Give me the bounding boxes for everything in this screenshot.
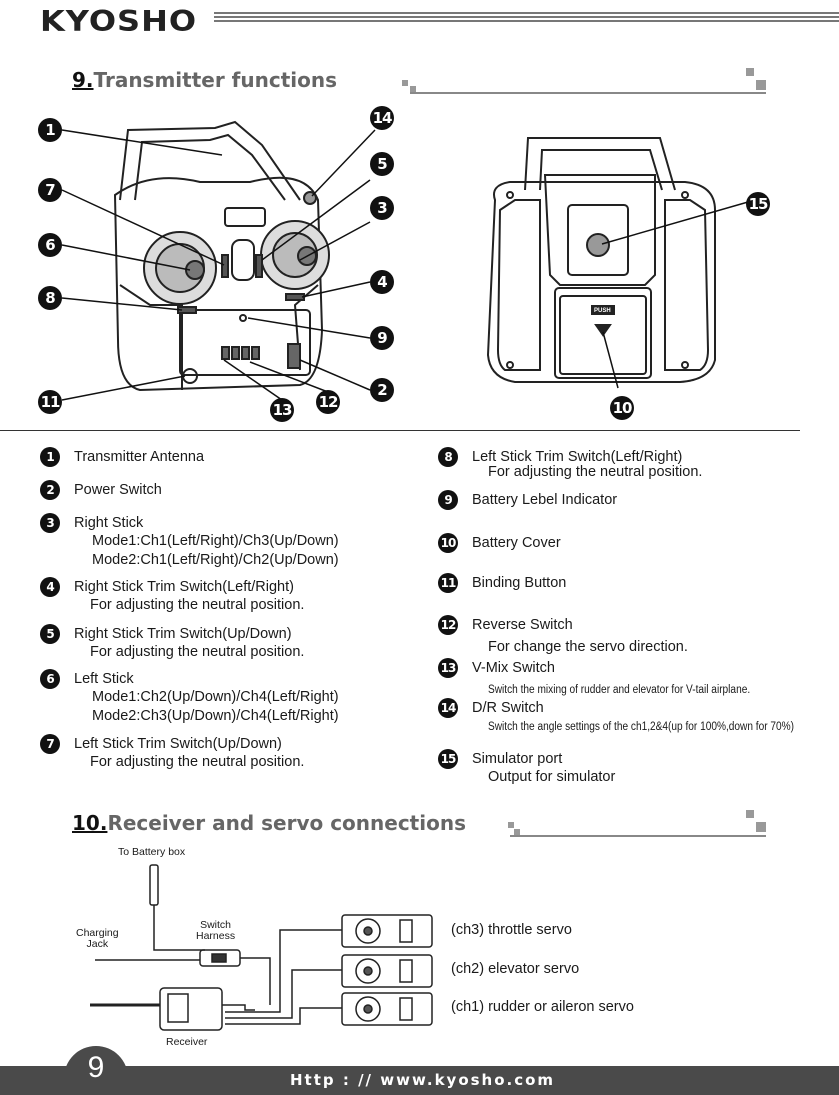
callout-5: 5	[370, 152, 394, 176]
transmitter-front-illustration	[61, 120, 376, 401]
servo-label-ch1: (ch1) rudder or aileron servo	[451, 999, 634, 1015]
callout-10: 10	[610, 396, 634, 420]
receiver-label: Receiver	[166, 1036, 208, 1048]
callout-12: 12	[316, 390, 340, 414]
transmitter-back-illustration: PUSH	[486, 137, 749, 389]
footer-url[interactable]: Http : // www.kyosho.com	[290, 1071, 556, 1089]
deco-square	[756, 80, 766, 90]
charging-jack-label: Charging Jack	[76, 927, 119, 950]
brand-logo: KYOSHO	[40, 3, 198, 39]
servo-label-ch3: (ch3) throttle servo	[451, 922, 572, 938]
servo-label-ch2: (ch2) elevator servo	[451, 961, 580, 977]
callout-2: 2	[370, 378, 394, 402]
callout-1: 1	[38, 118, 62, 142]
callout-15: 15	[746, 192, 770, 216]
switch-harness-label: Switch Harness	[196, 919, 236, 942]
page-number: 9	[87, 1051, 105, 1084]
callout-8: 8	[38, 286, 62, 310]
deco-square	[514, 829, 520, 835]
section-9-number: 9.	[72, 68, 94, 92]
push-label: PUSH	[594, 308, 611, 314]
deco-square	[508, 822, 514, 828]
section-10-heading: 10.Receiver and servo connections	[72, 811, 466, 835]
deco-square	[746, 810, 754, 818]
battery-box-label: To Battery box	[118, 846, 186, 858]
section-9-rule	[410, 92, 766, 94]
header-rule	[214, 12, 839, 24]
divider	[0, 430, 800, 431]
deco-square	[410, 86, 416, 92]
callout-4: 4	[370, 270, 394, 294]
section-10-rule	[510, 835, 766, 837]
callout-11: 11	[38, 390, 62, 414]
deco-square	[756, 822, 766, 832]
callout-9: 9	[370, 326, 394, 350]
callout-7: 7	[38, 178, 62, 202]
section-9-title: Transmitter functions	[93, 68, 338, 92]
section-9-heading: 9.Transmitter functions	[72, 68, 337, 92]
callout-13: 13	[270, 398, 294, 422]
deco-square	[746, 68, 754, 76]
callout-3: 3	[370, 196, 394, 220]
callout-14: 14	[370, 106, 394, 130]
section-10-title: Receiver and servo connections	[107, 811, 466, 835]
section-10-number: 10.	[72, 811, 108, 835]
wiring-diagram	[90, 864, 433, 1031]
deco-square	[402, 80, 408, 86]
callout-6: 6	[38, 233, 62, 257]
page-tab	[64, 1046, 128, 1095]
footer-bar	[0, 1066, 839, 1095]
